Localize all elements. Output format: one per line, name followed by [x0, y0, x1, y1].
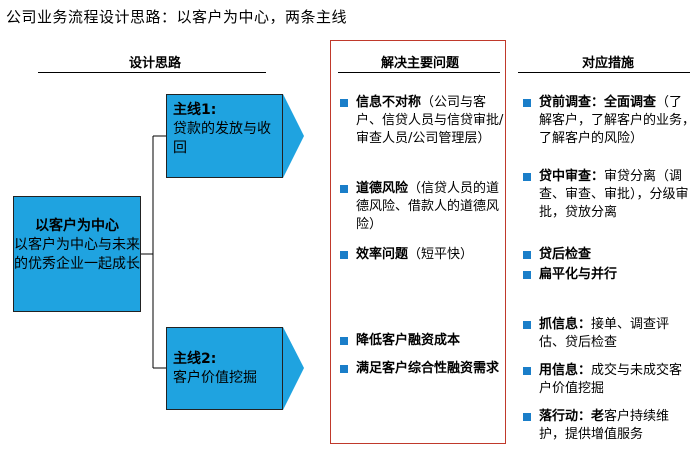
square-bullet-icon: [523, 173, 531, 181]
main-line-body: 客户价值挖掘: [173, 370, 257, 386]
main-line-2-box: 主线2: 客户价值挖掘: [166, 327, 283, 410]
column-header-design: 设计思路: [128, 56, 181, 71]
main-line-heading: 主线1:: [173, 102, 217, 118]
main-line-body: 贷款的发放与收回: [173, 121, 271, 156]
square-bullet-icon: [523, 99, 531, 107]
square-bullet-icon: [523, 271, 531, 279]
list-item: 贷后检查: [523, 246, 695, 264]
divider: [338, 72, 500, 73]
column-header-problems: 解决主要问题: [380, 56, 459, 71]
list-item: 扁平化与并行: [523, 266, 695, 284]
problems-frame: [330, 40, 506, 444]
square-bullet-icon: [340, 185, 348, 193]
arrow-right-icon: [283, 94, 304, 178]
square-bullet-icon: [523, 251, 531, 259]
square-bullet-icon: [523, 367, 531, 375]
divider: [518, 72, 690, 73]
square-bullet-icon: [340, 251, 348, 259]
list-item: 降低客户融资成本: [340, 332, 504, 350]
square-bullet-icon: [340, 365, 348, 373]
page-title: 公司业务流程设计思路：以客户为中心，两条主线: [6, 8, 348, 26]
list-item: 满足客户综合性融资需求: [340, 360, 504, 378]
center-body: 以客户为中心与未来的优秀企业一起成长: [14, 237, 140, 272]
list-item: 落行动：老客户持续维护，提供增值服务: [523, 408, 695, 444]
center-box: 以客户为中心 以客户为中心与未来的优秀企业一起成长: [13, 196, 141, 312]
list-item: 贷前调查：全面调查（了解客户，了解客户的业务，了解客户的风险）: [523, 94, 695, 148]
divider: [38, 72, 266, 73]
list-item: 贷中审查：审贷分离（调查、审查、审批），分级审批，贷放分离: [523, 168, 695, 222]
square-bullet-icon: [523, 413, 531, 421]
main-line-heading: 主线2:: [173, 351, 217, 367]
list-item: 信息不对称（公司与客户、信贷人员与信贷审批/审查人员/公司管理层）: [340, 94, 504, 148]
square-bullet-icon: [340, 337, 348, 345]
list-item: 道德风险（信贷人员的道德风险、借款人的道德风险）: [340, 180, 504, 234]
list-item: 效率问题（短平快）: [340, 246, 504, 264]
square-bullet-icon: [523, 321, 531, 329]
list-item: 用信息：成交与未成交客户价值挖掘: [523, 362, 695, 398]
column-header-measures: 对应措施: [581, 56, 634, 71]
main-line-1-box: 主线1: 贷款的发放与收回: [166, 94, 283, 178]
measures-list: 贷前调查：全面调查（了解客户，了解客户的业务，了解客户的风险） 贷中审查：审贷分…: [523, 94, 695, 454]
problems-list: 信息不对称（公司与客户、信贷人员与信贷审批/审查人员/公司管理层） 道德风险（信…: [340, 94, 504, 444]
list-item: 抓信息：接单、调查评估、贷后检查: [523, 316, 695, 352]
square-bullet-icon: [340, 99, 348, 107]
arrow-right-icon: [283, 327, 304, 410]
center-heading: 以客户为中心: [35, 218, 119, 234]
